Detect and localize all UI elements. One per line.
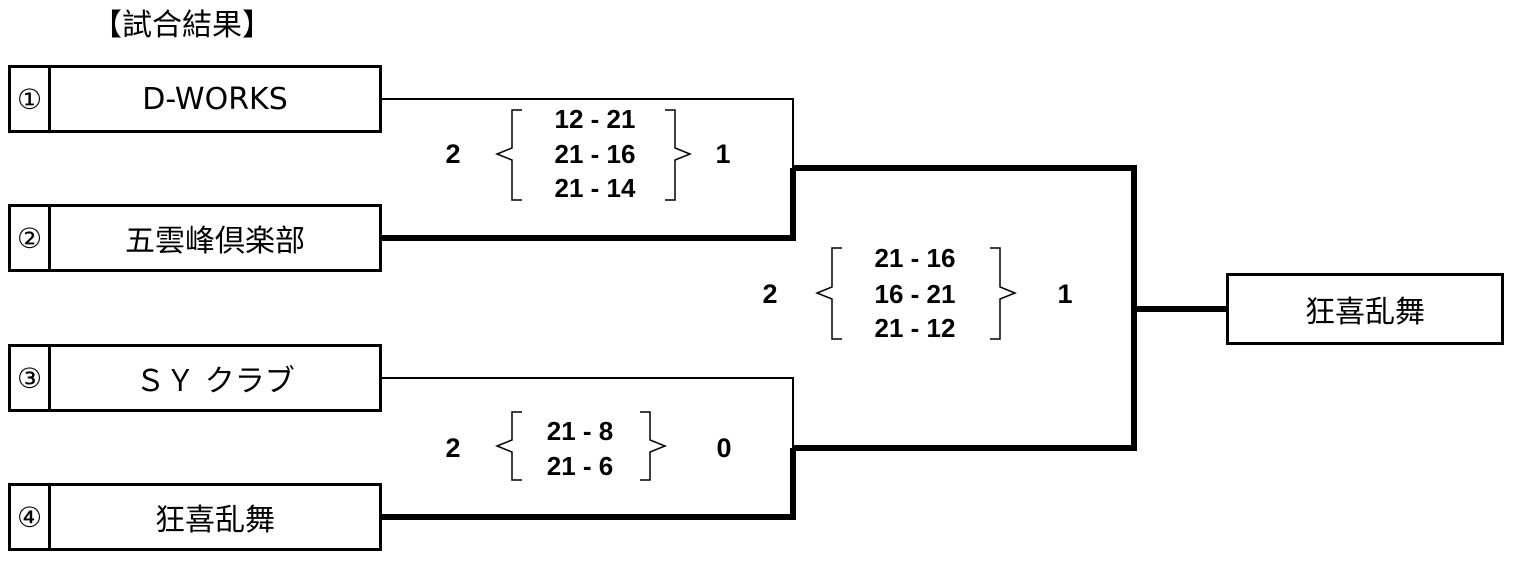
seed-number: ①: [11, 68, 51, 130]
final-set-2: 16 - 21: [874, 279, 956, 309]
team-box-1: ① D-WORKS: [8, 65, 382, 133]
match2-set-2: 21 - 6: [546, 451, 614, 481]
final-left-games: 2: [762, 279, 778, 309]
team-box-3: ③ ＳＹ クラブ: [8, 344, 382, 412]
score-brace-right: [640, 411, 668, 481]
team-name: 狂喜乱舞: [155, 503, 275, 538]
final-set-1: 21 - 16: [874, 243, 956, 273]
match1-right-games: 1: [715, 139, 731, 169]
team-box-4: ④ 狂喜乱舞: [8, 483, 382, 551]
bracket-line-team4: [382, 448, 796, 520]
score-brace-right: [990, 247, 1018, 340]
seed-number: ③: [11, 347, 51, 409]
match2-set-1: 21 - 8: [546, 416, 614, 446]
match2-left-games: 2: [445, 433, 461, 463]
match2-right-games: 0: [716, 433, 732, 463]
page-title: 【試合結果】: [92, 8, 272, 43]
team-box-2: ② 五雲峰倶楽部: [8, 204, 382, 272]
bracket-line-team2: [382, 168, 796, 241]
bracket-line-team3: [382, 377, 794, 448]
seed-number: ④: [11, 486, 51, 548]
score-brace-left: [814, 247, 842, 340]
match1-left-games: 2: [445, 139, 461, 169]
seed-number: ②: [11, 207, 51, 269]
champion-box: 狂喜乱舞: [1226, 273, 1504, 345]
match1-set-3: 21 - 14: [554, 173, 636, 203]
score-brace-right: [665, 109, 693, 201]
team-name: 五雲峰倶楽部: [125, 224, 305, 259]
bracket-line-final-upper: [793, 165, 1137, 309]
bracket-line-final-lower: [793, 309, 1137, 451]
match1-set-2: 21 - 16: [554, 139, 636, 169]
match1-set-1: 12 - 21: [554, 104, 636, 134]
bracket-line-team1: [382, 98, 794, 168]
team-name: ＳＹ クラブ: [135, 364, 295, 399]
score-brace-left: [494, 109, 522, 201]
final-set-3: 21 - 12: [874, 313, 956, 343]
final-right-games: 1: [1057, 279, 1073, 309]
team-name: D-WORKS: [142, 81, 288, 117]
score-brace-left: [494, 411, 522, 481]
